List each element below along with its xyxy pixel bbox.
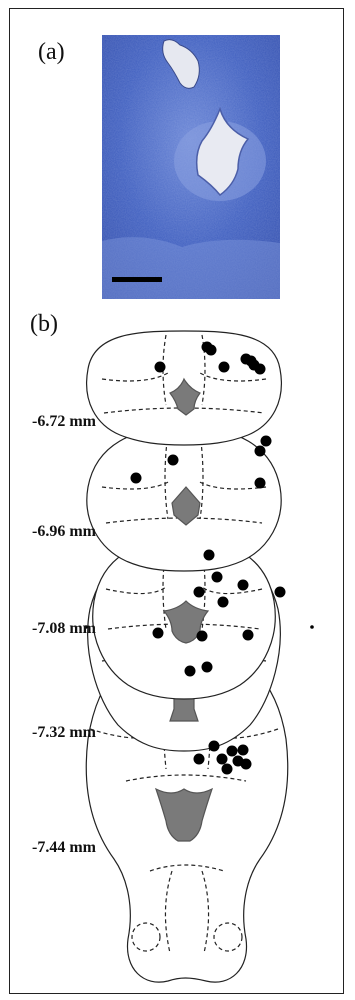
- figure-frame: (a): [9, 8, 344, 994]
- section-level-2: [87, 427, 281, 571]
- level-label-4: -7.32 mm: [32, 724, 96, 742]
- level-label-2: -6.96 mm: [32, 523, 96, 541]
- section-level-1: [87, 331, 282, 445]
- level-label-1: -6.72 mm: [32, 413, 96, 431]
- level-label-3: -7.08 mm: [32, 620, 96, 638]
- level-label-5: -7.44 mm: [32, 839, 96, 857]
